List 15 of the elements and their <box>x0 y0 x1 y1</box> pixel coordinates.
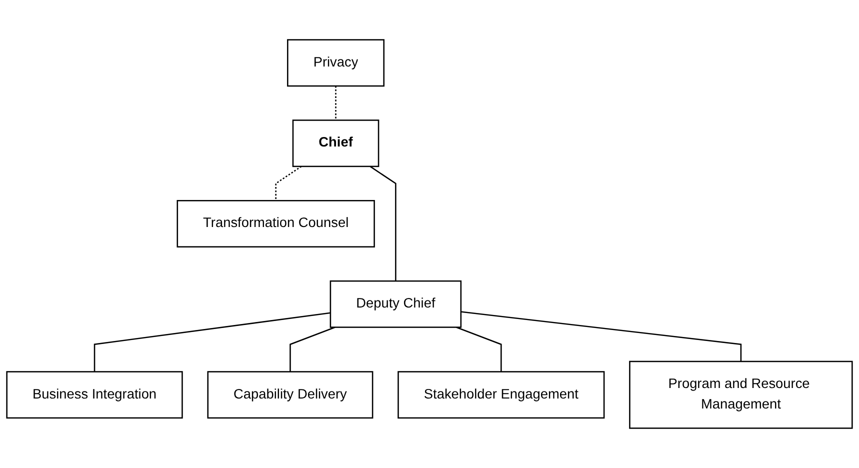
connector <box>370 166 396 282</box>
connector <box>335 86 336 120</box>
node-box: Stakeholder Engagement <box>398 371 605 419</box>
connector <box>290 326 336 372</box>
node-box: Program and Resource Management <box>629 360 853 429</box>
connector <box>94 312 331 372</box>
node-box: Deputy Chief <box>330 280 462 328</box>
node-box: Capability Delivery <box>207 371 374 419</box>
connector <box>275 166 302 201</box>
node-box: Privacy <box>287 39 384 87</box>
connector <box>460 311 742 362</box>
node-box: Business Integration <box>6 371 183 419</box>
connector <box>456 326 502 372</box>
node-box: Chief <box>292 120 380 168</box>
node-box: Transformation Counsel <box>176 200 375 248</box>
